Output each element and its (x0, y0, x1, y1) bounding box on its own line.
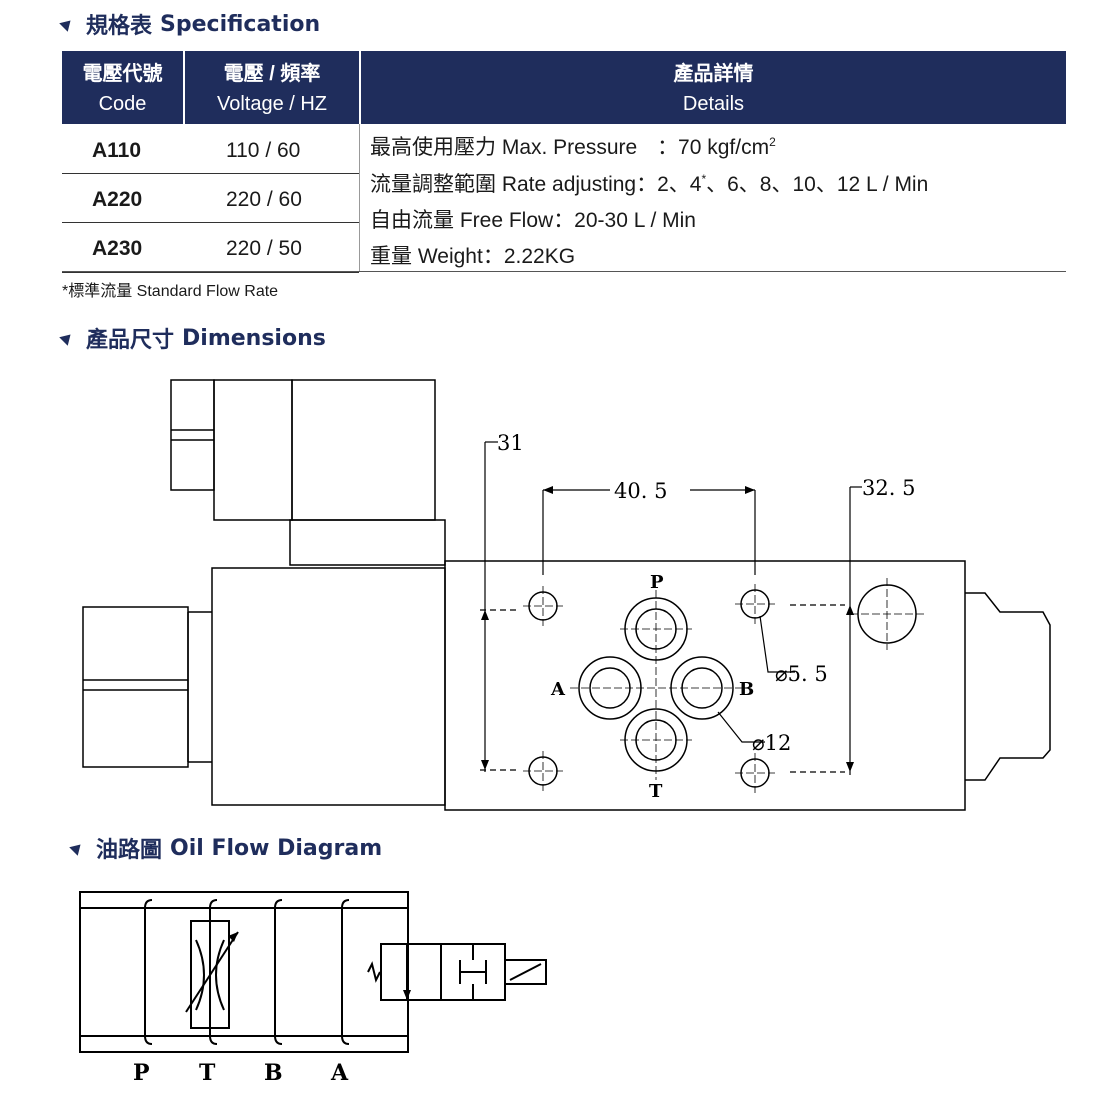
specification-heading: 規格表 Specification (59, 8, 321, 40)
detail-weight: 重量 Weight：2.22KG (370, 245, 576, 268)
dim-title-zh: 產品尺寸 (86, 328, 175, 353)
oil-port-p: P (133, 1060, 150, 1086)
dimensions-heading: 產品尺寸 Dimensions (59, 322, 326, 354)
header-code: 電壓代號 Code (82, 63, 163, 115)
table-row-code: A220 (92, 188, 143, 211)
detail-rate-adjusting: 流量調整範圍 Rate adjusting：2、4*、6、8、10、12 L /… (370, 172, 929, 196)
table-row-code: A110 (92, 139, 142, 162)
port-t-label: T (649, 781, 663, 802)
header-voltage: 電壓 / 頻率 Voltage / HZ (216, 63, 328, 115)
header-details: 產品詳情 Details (673, 63, 754, 115)
port-p-label: P (650, 572, 664, 593)
hole-large-label: ⌀12 (752, 731, 791, 755)
triangle-bullet-icon (69, 840, 85, 856)
table-row-voltage: 220 / 50 (226, 237, 302, 260)
oil-flow-diagram: P T B A (79, 891, 547, 1086)
spec-title-en: Specification (160, 11, 321, 37)
oil-port-b: B (264, 1060, 283, 1086)
oil-port-a: A (330, 1060, 349, 1086)
dim-title-en: Dimensions (182, 325, 326, 351)
port-b-label: B (739, 679, 754, 700)
table-row-voltage: 220 / 60 (226, 188, 302, 211)
detail-free-flow: 自由流量 Free Flow：20-30 L / Min (370, 209, 696, 232)
table-row-voltage: 110 / 60 (226, 139, 301, 162)
port-a-label: A (550, 679, 566, 700)
table-header-band (62, 51, 1066, 124)
hole-small-label: ⌀5. 5 (775, 662, 828, 686)
oil-flow-heading: 油路圖 Oil Flow Diagram (69, 832, 383, 864)
footnote: *標準流量 Standard Flow Rate (62, 283, 279, 300)
oil-title-en: Oil Flow Diagram (170, 835, 383, 861)
dim-40-5-label: 40. 5 (614, 479, 667, 503)
dim-32-5-label: 32. 5 (862, 476, 915, 500)
table-row-code: A230 (92, 237, 143, 260)
spec-title-zh: 規格表 (86, 14, 153, 39)
oil-title-zh: 油路圖 (96, 838, 163, 863)
detail-max-pressure: 最高使用壓力 Max. Pressure ：70 kgf/cm2 (370, 135, 776, 159)
dim-31-label: 31 (497, 431, 524, 455)
oil-port-t: T (199, 1060, 216, 1086)
